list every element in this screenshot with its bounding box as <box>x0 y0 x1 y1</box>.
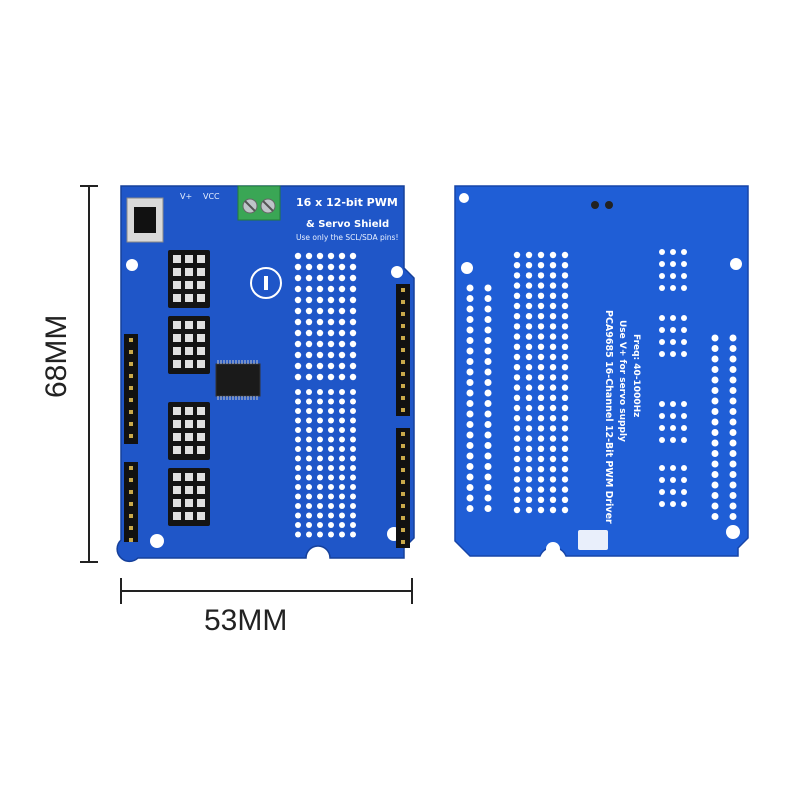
capacitor <box>250 267 282 299</box>
prototyping-area <box>294 252 357 538</box>
height-label: 68MM <box>40 314 73 398</box>
reset-button <box>126 197 164 243</box>
front-board: 16 x 12-bit PWM & Servo Shield Use only … <box>116 185 415 563</box>
back-line2: Use V+ for servo supply <box>617 320 627 442</box>
back-header-pads <box>466 201 737 550</box>
pad-block <box>578 530 608 550</box>
front-title: 16 x 12-bit PWM <box>296 196 398 209</box>
mounting-hole <box>546 542 560 556</box>
back-prototyping-area <box>513 251 569 514</box>
back-line3: Freq: 40-1000Hz <box>631 334 641 417</box>
servo-header-block <box>168 250 210 308</box>
height-dimension-line <box>80 185 98 563</box>
mounting-hole <box>461 262 473 274</box>
vplus-label: V+ <box>180 192 192 201</box>
servo-header-block <box>168 316 210 374</box>
mounting-hole <box>459 193 469 203</box>
back-title: PCA9685 16-Channel 12-Bit PWM Driver <box>603 310 614 524</box>
servo-headers <box>168 250 210 526</box>
mounting-hole <box>726 525 740 539</box>
servo-header-block <box>168 402 210 460</box>
width-label: 53MM <box>204 604 288 637</box>
power-terminal-block <box>237 185 281 221</box>
front-subtitle: & Servo Shield <box>306 219 389 230</box>
mounting-hole <box>391 266 403 278</box>
header-right-bottom <box>396 428 410 548</box>
arduino-headers <box>124 284 410 548</box>
back-board: PCA9685 16-Channel 12-Bit PWM Driver Use… <box>454 185 749 557</box>
mounting-hole <box>150 534 164 548</box>
jumper-pad <box>591 201 599 209</box>
mounting-hole <box>730 258 742 270</box>
servo-header-block <box>168 468 210 526</box>
pca9685-chip <box>215 360 261 400</box>
front-note: Use only the SCL/SDA pins! <box>296 233 398 242</box>
vcc-label: VCC <box>203 192 220 201</box>
width-dimension-line <box>120 578 413 604</box>
mounting-hole <box>126 259 138 271</box>
jumper-pad <box>605 201 613 209</box>
